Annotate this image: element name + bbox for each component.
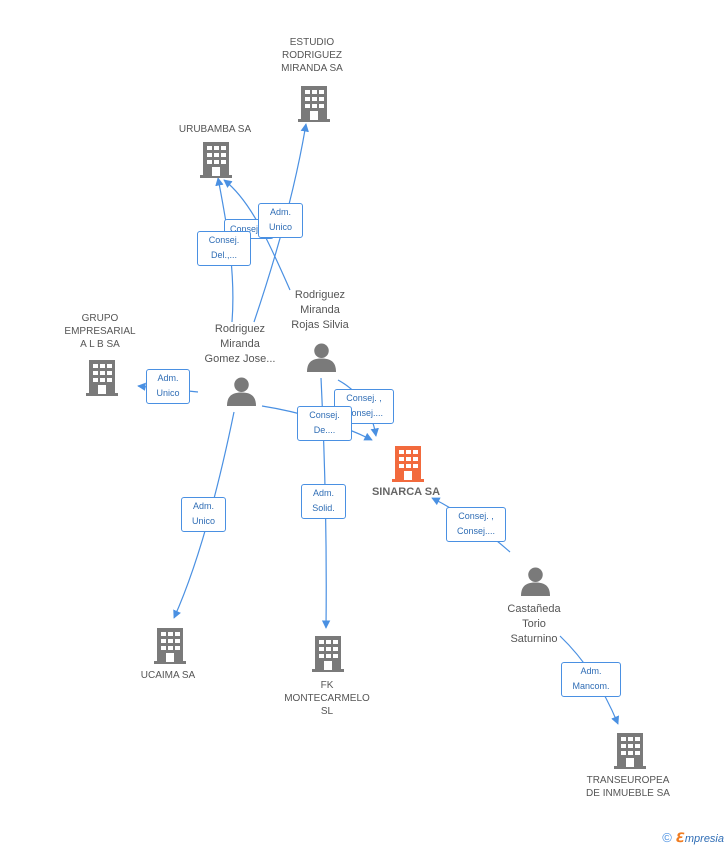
edge-label-adm-unico-ucaima[interactable]: Adm. Unico <box>181 497 226 532</box>
person-icon-rodriguez-jose[interactable] <box>227 377 256 406</box>
company-label-sinarca[interactable]: SINARCA SA <box>371 486 441 498</box>
empresia-logo-text: mpresia <box>684 833 724 845</box>
building-icon-urubamba[interactable] <box>200 142 232 178</box>
edge-label-consej-del-urubamba[interactable]: Consej. Del.,... <box>197 231 251 266</box>
person-label-castaneda[interactable]: Castañeda Torio Saturnino <box>507 603 561 645</box>
building-icon-fk[interactable] <box>312 636 344 672</box>
company-label-transeuropea[interactable]: TRANSEUROPEA DE INMUEBLE SA <box>586 775 670 799</box>
person-icon-castaneda[interactable] <box>521 567 550 596</box>
building-icon-grupo[interactable] <box>86 360 118 396</box>
building-icon-sinarca[interactable] <box>392 446 424 482</box>
edge-label-adm-mancom[interactable]: Adm. Mancom. <box>561 662 621 697</box>
person-label-rodriguez-silvia[interactable]: Rodriguez Miranda Rojas Silvia <box>291 289 349 331</box>
company-label-fk[interactable]: FK MONTECARMELO SL <box>284 680 370 717</box>
edge-label-adm-solid[interactable]: Adm. Solid. <box>301 484 346 519</box>
company-label-estudio[interactable]: ESTUDIO RODRIGUEZ MIRANDA SA <box>281 37 343 74</box>
edge-label-consej-castaneda[interactable]: Consej. , Consej.... <box>446 507 506 542</box>
edge-label-adm-unico-estudio[interactable]: Adm. Unico <box>258 203 303 238</box>
building-icon-transeuropea[interactable] <box>614 733 646 769</box>
building-icon-ucaima[interactable] <box>154 628 186 664</box>
building-icon-estudio[interactable] <box>298 86 330 122</box>
edge-label-adm-unico-grupo[interactable]: Adm. Unico <box>146 369 190 404</box>
edge-label-consej-jose-sinarca[interactable]: Consej. De.... <box>297 406 352 441</box>
company-label-ucaima[interactable]: UCAIMA SA <box>140 670 196 681</box>
company-label-urubamba[interactable]: URUBAMBA SA <box>178 124 252 135</box>
copyright-icon: © <box>662 830 672 845</box>
person-icon-rodriguez-silvia[interactable] <box>307 343 336 372</box>
empresia-logo-e: ℇ <box>675 830 685 845</box>
footer-brand: ©ℇmpresia <box>662 830 724 846</box>
company-label-grupo[interactable]: GRUPO EMPRESARIAL A L B SA <box>64 313 136 350</box>
person-label-rodriguez-jose[interactable]: Rodriguez Miranda Gomez Jose... <box>204 323 276 365</box>
